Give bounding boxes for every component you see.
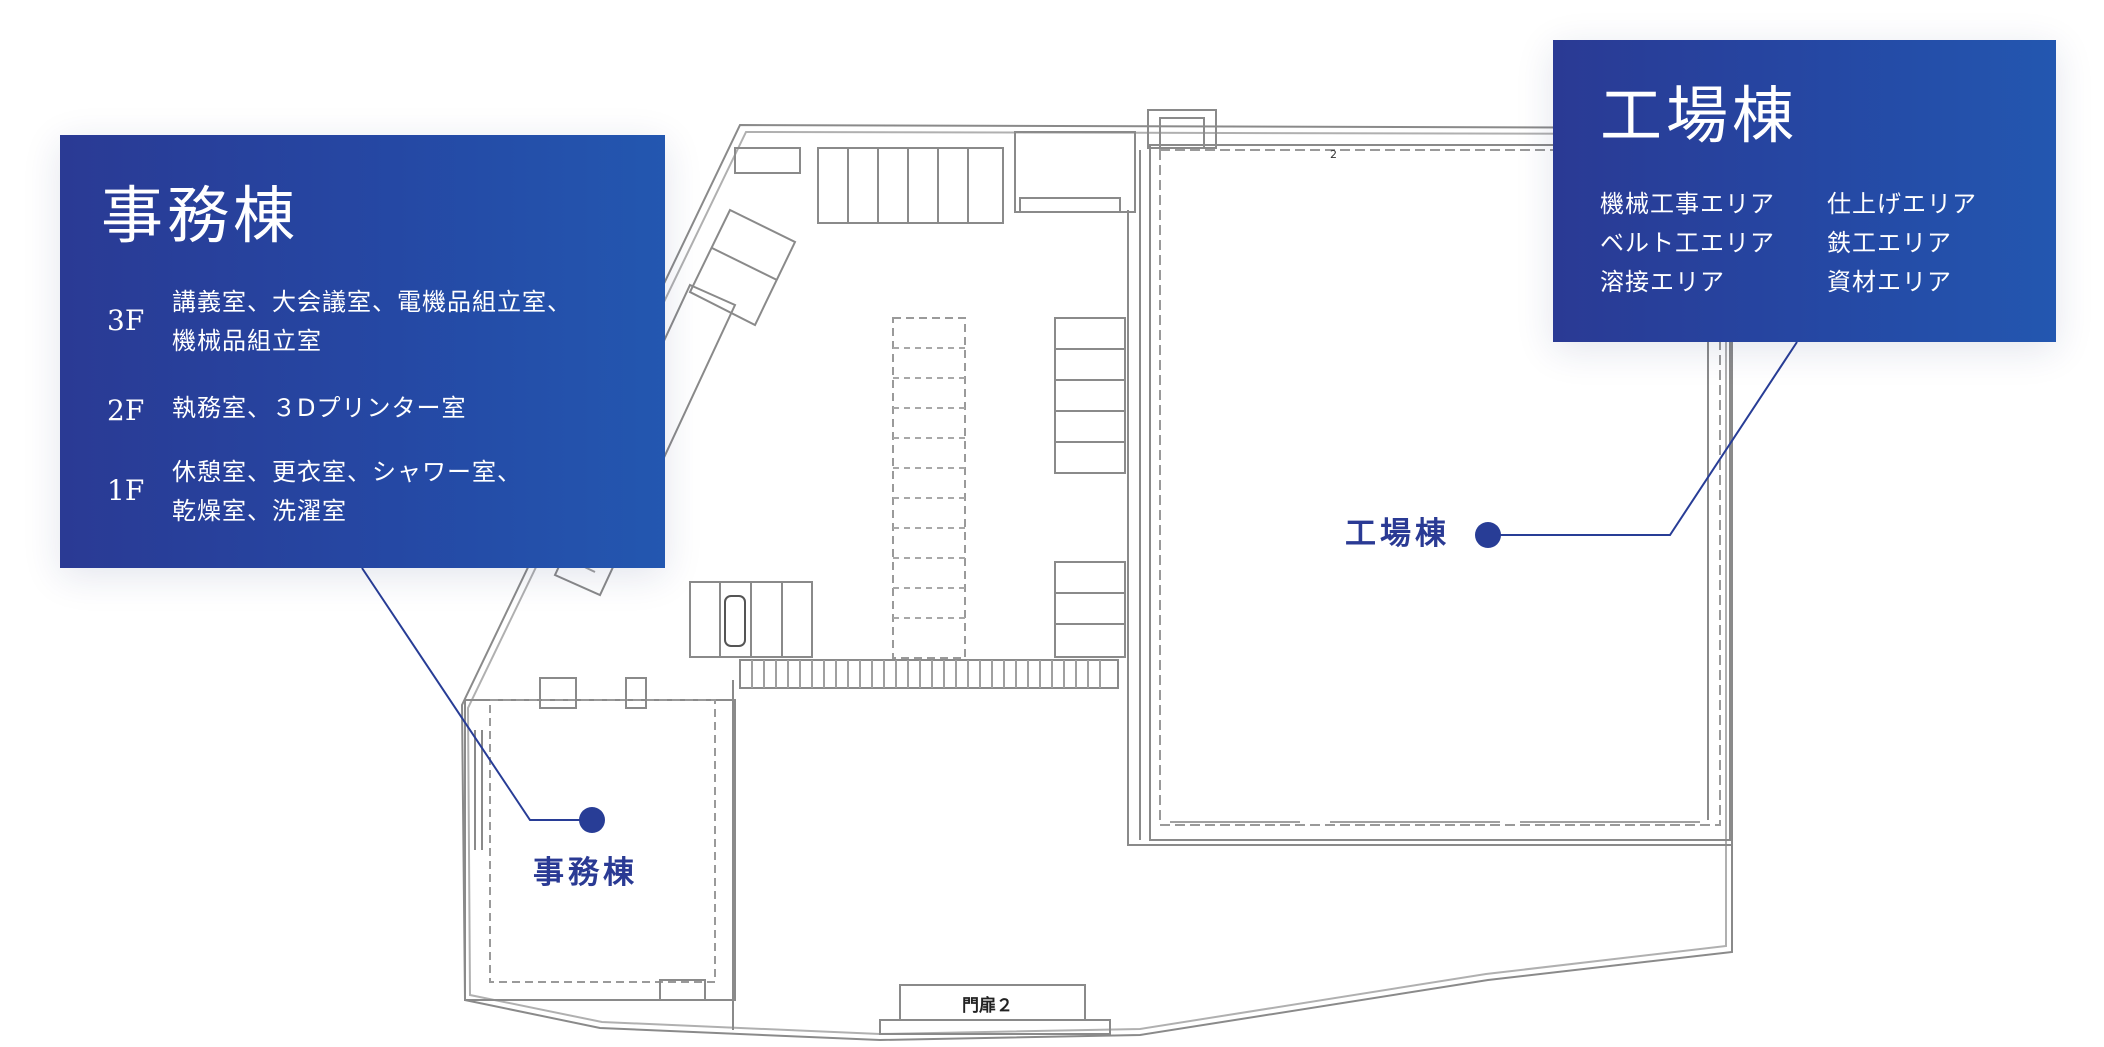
office-stair-bottom	[659, 979, 706, 1001]
floor-text-3f-line-1: 講義室、大会議室、電機品組立室、	[172, 288, 572, 316]
site-outline	[460, 123, 1733, 1042]
office-building	[464, 699, 736, 1001]
factory-building	[1149, 144, 1731, 841]
floor-text-3f: 講義室、大会議室、電機品組立室、 機械品組立室	[172, 283, 652, 361]
floor-text-2f: 執務室、３Dプリンター室	[172, 389, 652, 428]
floor-text-1f-line-1: 休憩室、更衣室、シャワー室、	[172, 458, 522, 486]
car-outline	[724, 595, 746, 647]
area-item-machine-work: 機械工事エリア	[1600, 190, 1775, 218]
office-callout-title: 事務棟	[101, 179, 300, 252]
area-item-materials: 資材エリア	[1827, 268, 1952, 296]
center-dashed-aisle-rows	[893, 347, 965, 619]
annex-building	[1014, 131, 1136, 213]
floor-text-1f-line-2: 乾燥室、洗濯室	[172, 497, 347, 525]
office-stair-top-left	[539, 677, 577, 709]
crossing-stripe-lines	[751, 660, 1101, 688]
office-left-wall	[474, 730, 483, 850]
site-outline-inner	[466, 130, 1727, 1036]
crossing-stripes	[739, 659, 1119, 689]
parking-top-dividers	[847, 148, 969, 223]
office-leader-line	[361, 567, 592, 821]
area-item-belt-work: ベルト工エリア	[1600, 229, 1775, 257]
office-location-marker	[579, 807, 605, 833]
factory-leader-line	[1500, 341, 1798, 536]
factory-callout-panel: 工場棟 機械工事エリア 仕上げエリア ベルト工エリア 鉄工エリア 溶接エリア 資…	[1553, 40, 2056, 342]
floor-text-1f: 休憩室、更衣室、シャワー室、 乾燥室、洗濯室	[172, 453, 652, 531]
diagonal-parking	[688, 208, 797, 327]
parking-bottom-left-dividers	[719, 582, 783, 657]
parking-right-upper-rows	[1055, 348, 1125, 443]
factory-location-marker	[1475, 522, 1501, 548]
floor-label-2f: 2F	[107, 394, 145, 427]
office-building-inner	[489, 699, 716, 983]
gate-label: 門扉２	[962, 996, 1013, 1016]
floor-label-1f: 1F	[107, 474, 145, 507]
annex-door	[1019, 197, 1121, 213]
plan-small-mark: 2	[1330, 148, 1337, 161]
parking-right-lower-rows	[1055, 592, 1125, 625]
center-dashed-aisle	[892, 317, 966, 659]
parking-right-upper	[1054, 317, 1126, 474]
gate-base	[879, 1019, 1111, 1035]
factory-tower-inner	[1159, 117, 1205, 149]
area-item-ironwork: 鉄工エリア	[1827, 229, 1952, 257]
parking-top	[817, 147, 1004, 224]
area-item-finishing: 仕上げエリア	[1827, 190, 1977, 218]
office-map-label: 事務棟	[533, 855, 638, 891]
factory-map-label: 工場棟	[1345, 516, 1450, 552]
vertical-wall-mid	[1127, 210, 1732, 846]
factory-tower	[1147, 109, 1217, 149]
office-callout-panel: 事務棟 3F 講義室、大会議室、電機品組立室、 機械品組立室 2F 執務室、３D…	[60, 135, 665, 568]
floor-text-3f-line-2: 機械品組立室	[172, 327, 322, 355]
parking-right-lower	[1054, 561, 1126, 658]
floor-label-3f: 3F	[107, 304, 145, 337]
office-stair-top-right	[625, 677, 647, 709]
floor-text-2f-line-1: 執務室、３Dプリンター室	[172, 394, 467, 422]
area-item-welding: 溶接エリア	[1600, 268, 1725, 296]
small-shed	[734, 147, 801, 174]
factory-callout-title: 工場棟	[1600, 79, 1799, 152]
factory-building-inner	[1159, 149, 1721, 826]
